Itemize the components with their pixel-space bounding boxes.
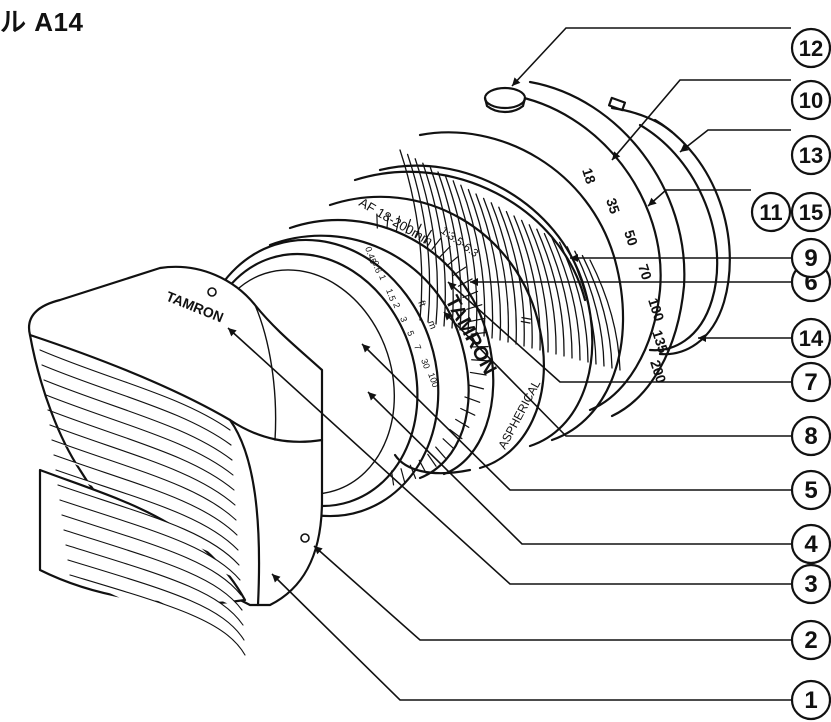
leader-arrow-6 (470, 278, 478, 286)
focal-length-135: 135 (649, 328, 672, 355)
distance-3: 1.5 (384, 287, 398, 302)
lens-illustration (27, 80, 731, 656)
callout-badge-2: 2 (790, 619, 831, 661)
leader-arrow-8 (444, 312, 453, 321)
leader-arrow-12 (512, 77, 521, 86)
callout-badge-13: 13 (790, 134, 831, 176)
callout-number-4: 4 (804, 531, 818, 558)
callout-number-14: 14 (799, 326, 824, 351)
leader-arrow-11 (648, 197, 657, 206)
leader-arrow-7 (448, 282, 457, 291)
callout-badge-15: 15 (790, 191, 831, 233)
leader-arrow-14 (698, 334, 706, 342)
callout-number-3: 3 (804, 571, 817, 598)
focus-ring (268, 213, 495, 486)
zoom-ring (378, 131, 625, 448)
lock-switch (483, 86, 527, 114)
leader-line-7 (447, 281, 791, 383)
lens-barrel (328, 170, 587, 475)
leader-arrow-5 (362, 344, 371, 353)
leader-line-3 (227, 327, 791, 585)
leader-line-10 (611, 79, 791, 161)
callout-badge-9: 9 (790, 237, 831, 279)
leader-arrow-13 (680, 143, 689, 152)
callout-badge-10: 10 (790, 79, 831, 121)
focal-length-18: 18 (579, 166, 599, 186)
callout-number-15: 15 (799, 200, 823, 225)
lens-hood (27, 265, 324, 656)
callout-badge-1: 1 (790, 679, 831, 721)
callout-number-9: 9 (804, 245, 817, 272)
leader-arrow-2 (314, 546, 323, 555)
leader-arrow-3 (228, 328, 237, 337)
leader-arrow-1 (272, 574, 281, 583)
unit-ft: ft (415, 299, 427, 308)
callout-badge-3: 3 (790, 563, 831, 605)
leader-line-4 (367, 391, 791, 545)
callout-number-5: 5 (804, 477, 817, 504)
distance-6: 5 (405, 329, 416, 337)
leader-line-11 (647, 189, 751, 207)
callout-number-7: 7 (804, 369, 817, 396)
focal-length-100: 100 (645, 296, 668, 323)
series-mark: II (517, 315, 534, 325)
callout-badge-4: 4 (790, 523, 831, 565)
leader-line-8 (443, 311, 791, 437)
distance-5: 3 (398, 315, 409, 323)
callout-badge-12: 12 (790, 27, 831, 69)
leader-line-12 (511, 27, 791, 87)
focal-length-35: 35 (603, 196, 623, 216)
callout-badge-14: 14 (790, 317, 831, 359)
unit-m: m (425, 319, 438, 331)
callout-number-2: 2 (804, 627, 817, 654)
callout-number-13: 13 (799, 143, 823, 168)
distance-9: 100 (426, 371, 441, 389)
callout-badge-11: 11 (750, 191, 792, 233)
callout-badge-5: 5 (790, 469, 831, 511)
leader-arrow-10 (612, 151, 621, 160)
distance-8: 30 (419, 357, 432, 370)
callout-number-8: 8 (804, 423, 817, 450)
leader-line-2 (313, 545, 791, 641)
distance-1: 0.6 (370, 259, 384, 274)
callout-number-11: 11 (759, 200, 782, 225)
leader-line-5 (361, 343, 791, 491)
callout-badge-7: 7 (790, 361, 831, 403)
leader-arrow-9 (570, 254, 578, 262)
focal-length-70: 70 (635, 262, 655, 282)
callout-number-12: 12 (799, 36, 823, 61)
leader-arrow-4 (368, 392, 377, 401)
callout-badge-8: 8 (790, 415, 831, 457)
focal-length-200: 200 (647, 358, 670, 385)
focal-length-50: 50 (621, 228, 641, 248)
callout-leaders (227, 27, 791, 701)
distance-7: 7 (412, 343, 423, 351)
distance-4: 2 (391, 301, 402, 309)
leader-line-13 (679, 129, 791, 153)
page-title: ル A14 (0, 7, 84, 37)
callout-number-1: 1 (804, 687, 817, 714)
distance-2: 1 (377, 273, 388, 281)
leader-line-1 (271, 573, 791, 701)
callout-number-10: 10 (799, 88, 823, 113)
